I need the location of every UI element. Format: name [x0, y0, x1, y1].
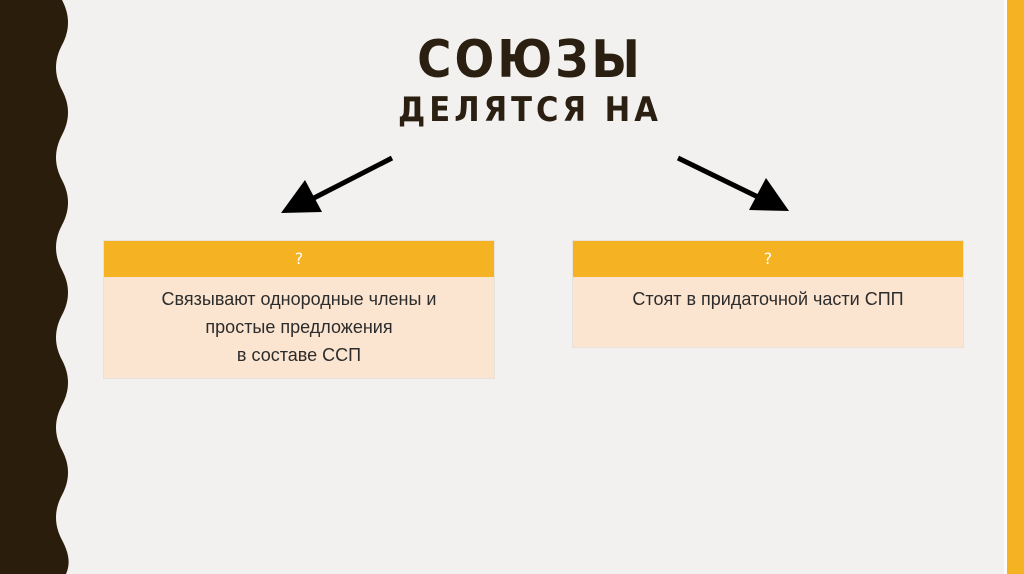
- box-subordinating-line-1: Стоят в придаточной части СПП: [632, 289, 904, 309]
- box-coordinating-line-2: простые предложения: [205, 317, 393, 337]
- box-coordinating-header: ?: [104, 241, 494, 277]
- arrow-left: [281, 155, 394, 213]
- slide-title: СОЮЗЫ ДЕЛЯТСЯ НА: [380, 30, 680, 130]
- box-coordinating: ? Связывают однородные члены и простые п…: [103, 240, 495, 379]
- arrow-right: [676, 155, 789, 211]
- title-subtitle: ДЕЛЯТСЯ НА: [398, 90, 662, 130]
- box-subordinating-header: ?: [573, 241, 963, 277]
- box-subordinating-body: Стоят в придаточной части СПП: [573, 277, 963, 321]
- box-coordinating-line-1: Связывают однородные члены и: [161, 289, 437, 309]
- box-coordinating-line-3: в составе ССП: [236, 345, 362, 365]
- right-bar-light-strip: [1004, 0, 1007, 574]
- decorative-right-bar: [1004, 0, 1024, 574]
- decorative-wave-border: [0, 0, 69, 574]
- box-subordinating: ? Стоят в придаточной части СПП: [572, 240, 964, 348]
- title-main: СОЮЗЫ: [417, 30, 643, 90]
- right-bar-gold-strip: [1007, 0, 1024, 574]
- box-coordinating-body: Связывают однородные члены и простые пре…: [104, 277, 494, 377]
